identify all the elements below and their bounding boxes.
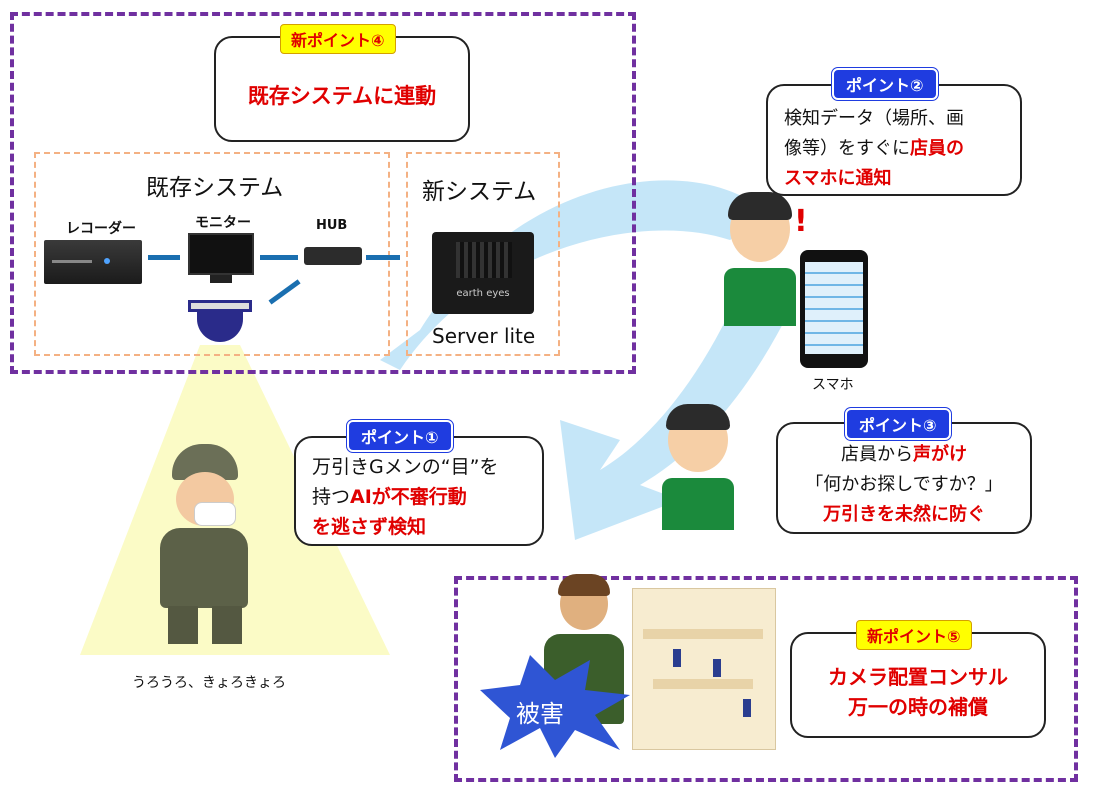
point-1-callout: 万引きGメンの“目”を 持つAIが不審行動 を逃さず検知 — [294, 436, 544, 546]
hub-device — [304, 247, 362, 265]
point-1-line3: を逃さず検知 — [312, 516, 427, 538]
smartphone-icon — [800, 250, 868, 368]
cable-monitor-hub — [260, 255, 298, 260]
point-3-line3: 万引きを未然に防ぐ — [823, 504, 985, 525]
point-2-line2-highlight: 店員の — [910, 138, 964, 159]
dome-camera-icon — [188, 300, 252, 346]
point-3-line1: 店員から — [841, 444, 913, 465]
point-3-line2: 「何かお探しですか？」 — [805, 474, 1003, 495]
monitor-label: モニター — [195, 215, 251, 231]
point-2-line3: スマホに通知 — [784, 168, 892, 189]
recorder-label: レコーダー — [66, 221, 136, 237]
point-2-line1: 検知データ（場所、画 — [784, 108, 964, 129]
cable-hub-server — [366, 255, 400, 260]
damage-burst — [480, 655, 630, 758]
new-system-box — [406, 152, 560, 356]
point-1-line2: 持つ — [312, 486, 351, 508]
new-point-4-tag: 新ポイント④ — [280, 24, 396, 54]
suspect-illustration — [150, 436, 260, 646]
point-2-tag: ポイント② — [832, 68, 938, 100]
suspect-caption: うろうろ、きょろきょろ — [132, 675, 286, 691]
recorder-device — [44, 240, 142, 284]
smartphone-label: スマホ — [812, 377, 854, 393]
hub-label: HUB — [316, 218, 348, 233]
point-3-callout: 店員から声がけ 「何かお探しですか？」 万引きを未然に防ぐ — [776, 422, 1032, 534]
store-floor-illustration — [632, 588, 776, 750]
clerk-surprised-illustration: ! — [718, 192, 808, 326]
server-lite-device: earth eyes — [432, 232, 534, 314]
consulting-box — [454, 576, 1078, 782]
existing-integration-box — [10, 12, 636, 374]
damage-label: 被害 — [516, 700, 564, 728]
point-1-tag: ポイント① — [347, 420, 453, 452]
consulting-line1: カメラ配置コンサル — [828, 665, 1008, 689]
point-3-tag: ポイント③ — [845, 408, 951, 440]
monitor-device — [188, 233, 254, 285]
new-system-title: 新システム — [422, 179, 537, 205]
cable-recorder-monitor — [148, 255, 180, 260]
integration-text: 既存システムに連動 — [247, 84, 437, 108]
existing-system-box — [34, 152, 390, 356]
consulting-line2: 万一の時の補償 — [848, 695, 988, 719]
point-3-line1-highlight: 声がけ — [913, 444, 967, 465]
point-2-line2: 像等）をすぐに — [784, 138, 910, 159]
existing-system-title: 既存システム — [146, 175, 284, 201]
new-point-5-tag: 新ポイント⑤ — [856, 620, 972, 650]
clerk-smiling-illustration — [656, 404, 746, 530]
server-lite-label: Server lite — [432, 324, 536, 348]
integration-callout: 既存システムに連動 — [214, 36, 470, 142]
point-2-callout: 検知データ（場所、画 像等）をすぐに店員の スマホに通知 — [766, 84, 1022, 196]
point-1-line2-highlight: AIが不審行動 — [350, 486, 467, 508]
point-1-line1: 万引きGメンの“目”を — [312, 456, 499, 478]
server-brand: earth eyes — [456, 288, 510, 299]
